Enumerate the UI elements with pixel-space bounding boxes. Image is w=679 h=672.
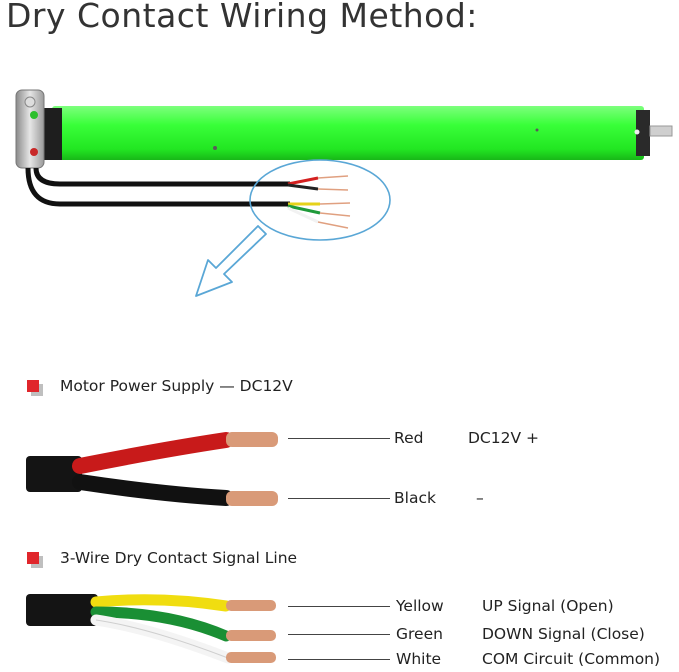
power-section-heading: Motor Power Supply — DC12V — [60, 377, 293, 395]
wire-meaning-white: COM Circuit (Common) — [482, 650, 661, 668]
wire-meaning-black: – — [476, 489, 484, 507]
head-led-red — [30, 148, 38, 156]
power-cable-illustration — [26, 432, 278, 506]
wire-label-yellow: Yellow — [396, 597, 444, 615]
callout-ellipse — [249, 159, 391, 241]
signal-section-heading: 3-Wire Dry Contact Signal Line — [60, 549, 298, 567]
wire-label-green: Green — [396, 625, 443, 643]
wire-label-white: White — [396, 650, 442, 668]
signal-section-bullet — [27, 552, 39, 564]
motor-tube — [52, 106, 644, 160]
power-section-bullet — [27, 380, 39, 392]
head-led-green — [30, 111, 38, 119]
leader-line-yellow — [288, 606, 390, 607]
leader-line-red — [288, 438, 390, 439]
motor-end-ring — [40, 108, 62, 160]
motor-shaft — [649, 125, 673, 137]
leader-line-black — [288, 498, 390, 499]
leader-line-white — [288, 659, 390, 660]
wire-meaning-green: DOWN Signal (Close) — [482, 625, 645, 643]
cable-signal — [25, 167, 290, 207]
motor-right-cap — [636, 110, 650, 156]
wire-meaning-yellow: UP Signal (Open) — [482, 597, 614, 615]
callout-arrow — [195, 225, 267, 297]
wire-label-black: Black — [394, 489, 436, 507]
head-button — [24, 96, 36, 108]
wire-meaning-red: DC12V + — [468, 429, 539, 447]
leader-line-green — [288, 634, 390, 635]
page-title: Dry Contact Wiring Method: — [6, 0, 478, 35]
signal-cable-illustration — [26, 594, 276, 664]
cable-power — [33, 167, 290, 187]
wire-label-red: Red — [394, 429, 424, 447]
